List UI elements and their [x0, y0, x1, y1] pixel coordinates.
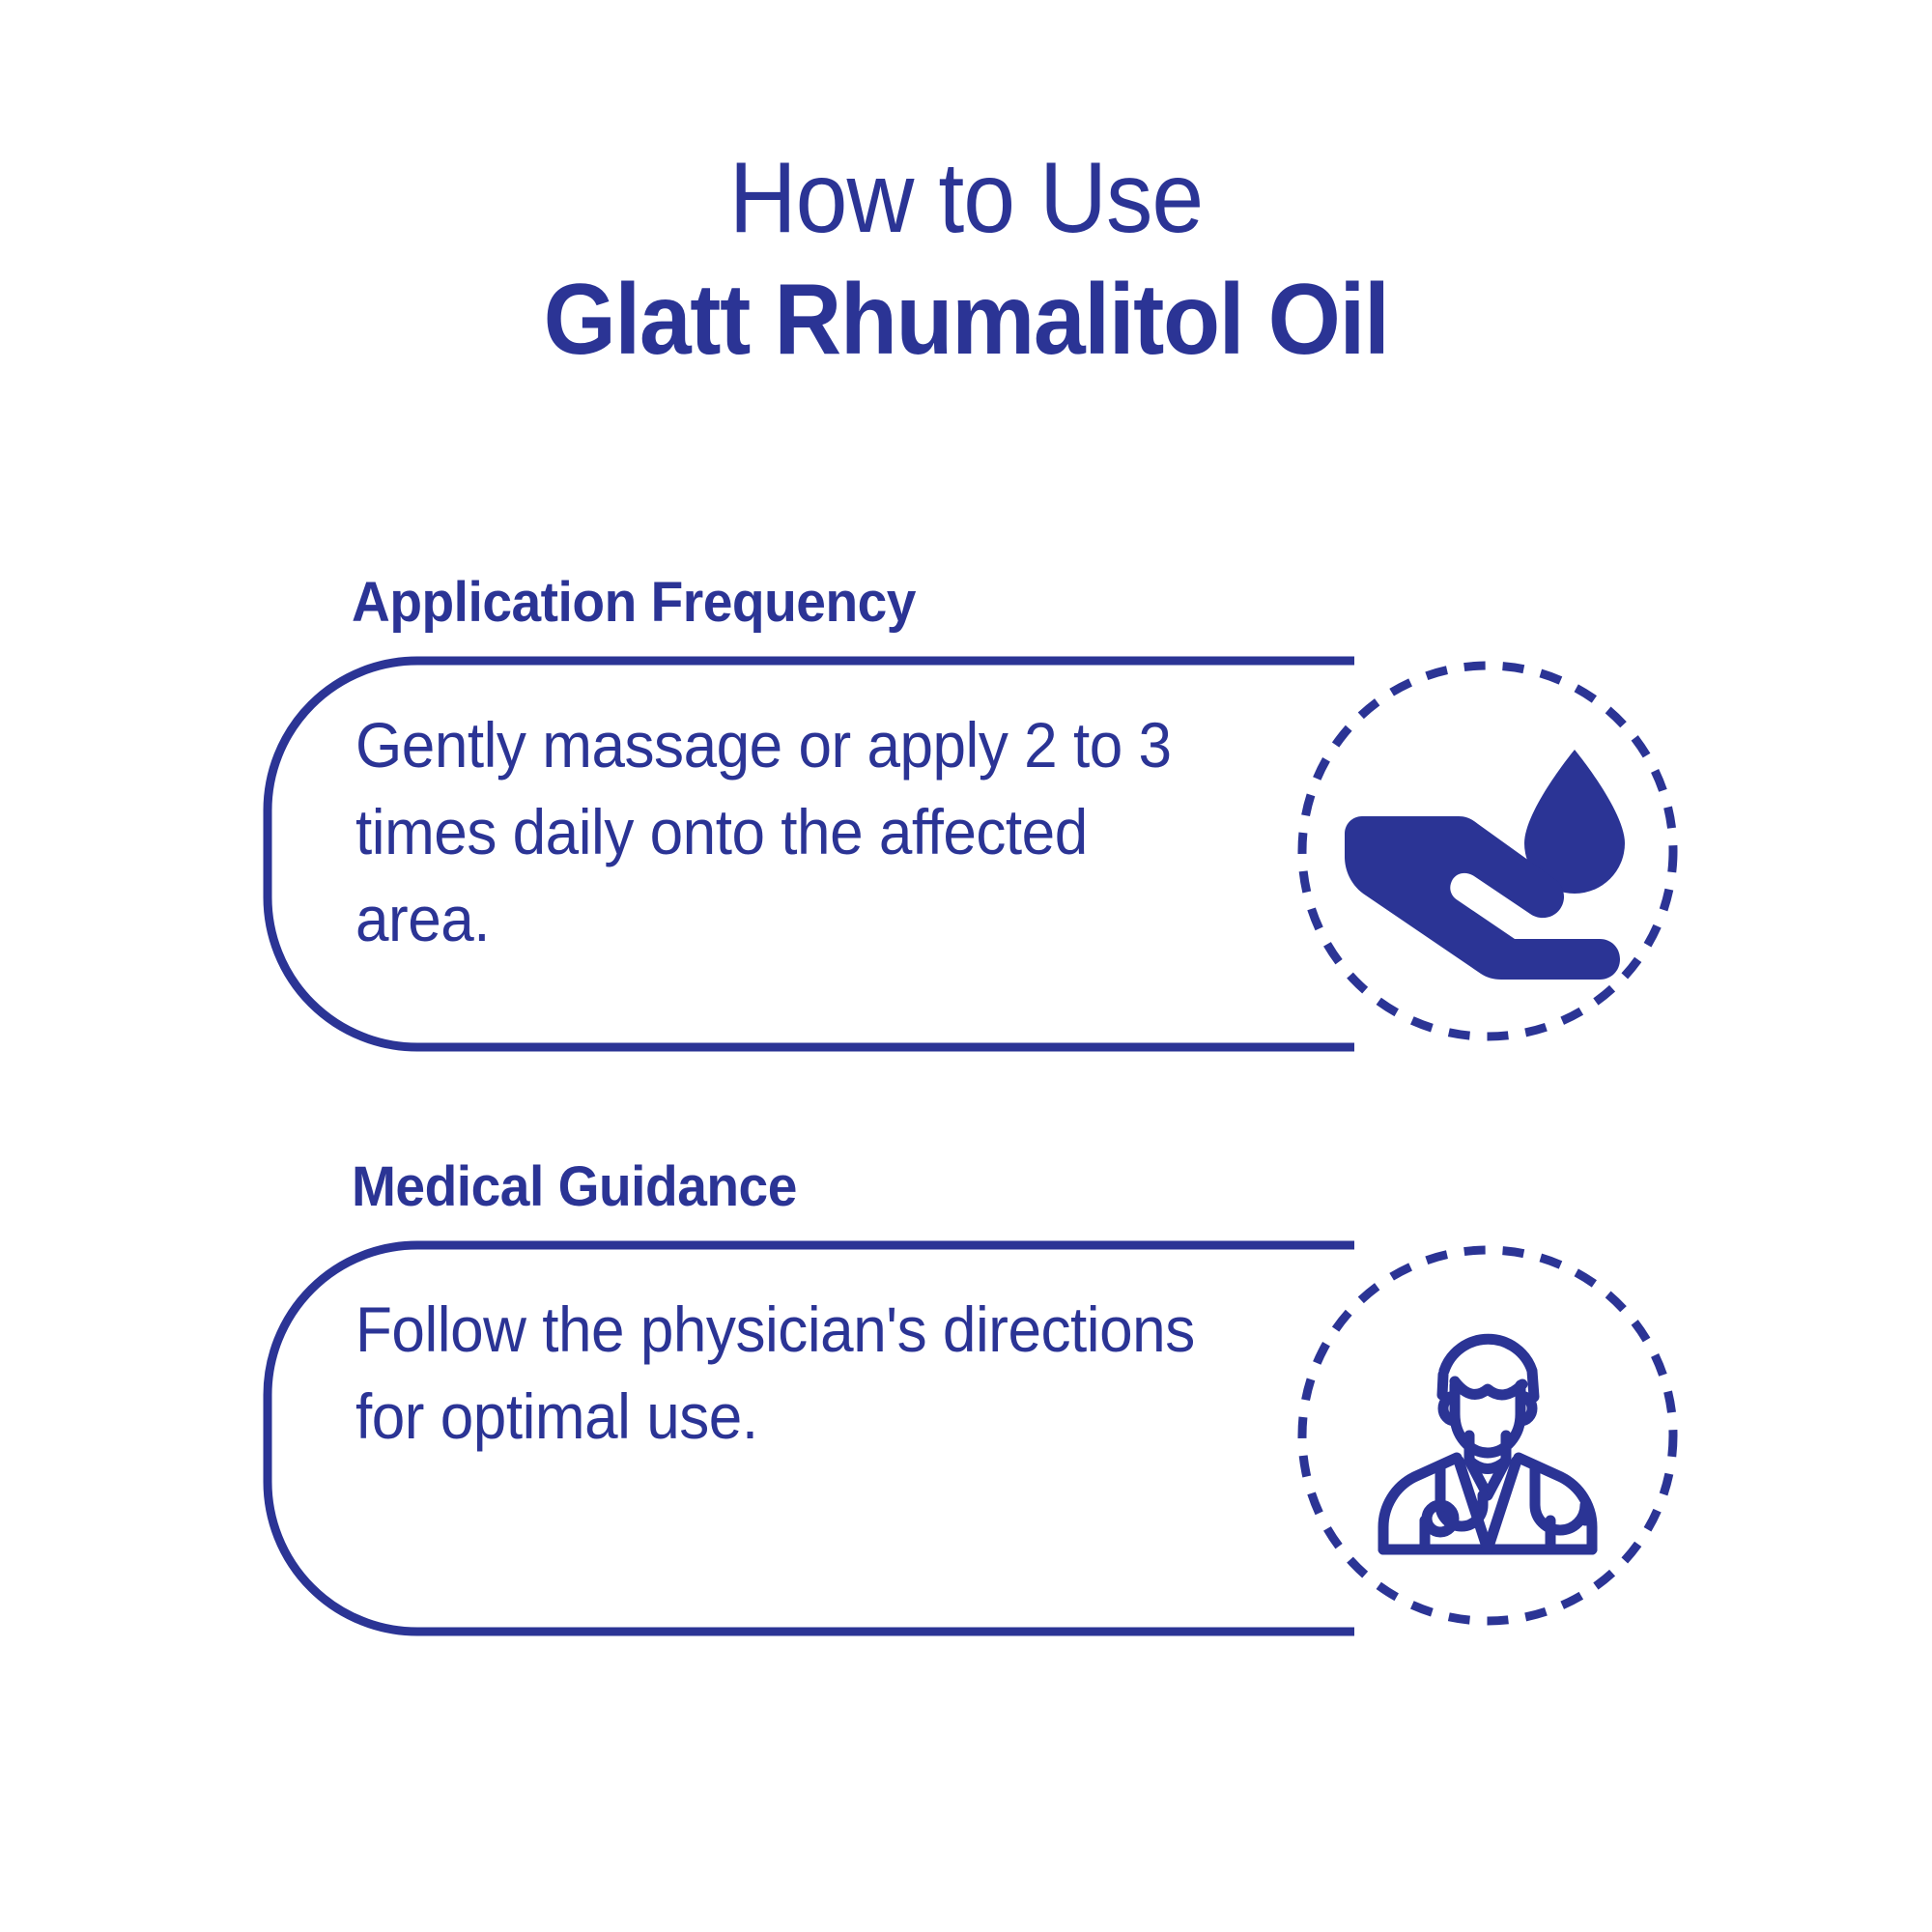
icon-badge-application-frequency [1294, 658, 1681, 1044]
doctor-coat-left [1378, 1452, 1463, 1555]
doctor-ear-left [1437, 1390, 1461, 1427]
doctor-coat-right [1513, 1452, 1598, 1555]
page-title-product-name: Glatt Rhumalitol Oil [543, 264, 1390, 377]
doctor-lapel [1453, 1455, 1522, 1555]
card-text-application-frequency: Gently massage or apply 2 to 3 times dai… [355, 709, 1172, 954]
page-title-eyebrow: How to Use [728, 142, 1205, 254]
doctor-hair-left [1436, 1369, 1449, 1401]
section-medical-guidance: Medical Guidance Follow the physician's … [263, 1154, 1678, 1636]
stethoscope-tube-right [1529, 1461, 1591, 1536]
section-application-frequency: Application Frequency Gently massage or … [263, 570, 1678, 1052]
doctor-face [1449, 1379, 1526, 1459]
doctor-fringe [1449, 1376, 1528, 1401]
section-body-application-frequency: Gently massage or apply 2 to 3 times dai… [263, 656, 1678, 1052]
dashed-circle-outline [1297, 661, 1678, 1041]
section-heading-medical-guidance: Medical Guidance [352, 1155, 797, 1218]
page-header: How to Use Glatt Rhumalitol Oil [0, 142, 1932, 377]
oil-drop-shape [1524, 750, 1625, 894]
icon-badge-medical-guidance [1294, 1242, 1681, 1629]
doctor-with-stethoscope-icon [1297, 1245, 1678, 1626]
stethoscope-chestpiece [1421, 1499, 1460, 1538]
dashed-circle-outline [1297, 1245, 1678, 1626]
section-heading-application-frequency: Application Frequency [352, 571, 916, 634]
card-text-medical-guidance: Follow the physician's directions for op… [355, 1293, 1195, 1452]
section-body-medical-guidance: Follow the physician's directions for op… [263, 1240, 1678, 1636]
doctor-hair [1438, 1333, 1540, 1403]
hand-with-oil-drop-icon [1297, 661, 1678, 1041]
open-hand-shape [1345, 816, 1620, 980]
doctor-ear-right [1515, 1390, 1538, 1427]
stethoscope-tube-left [1435, 1461, 1489, 1532]
